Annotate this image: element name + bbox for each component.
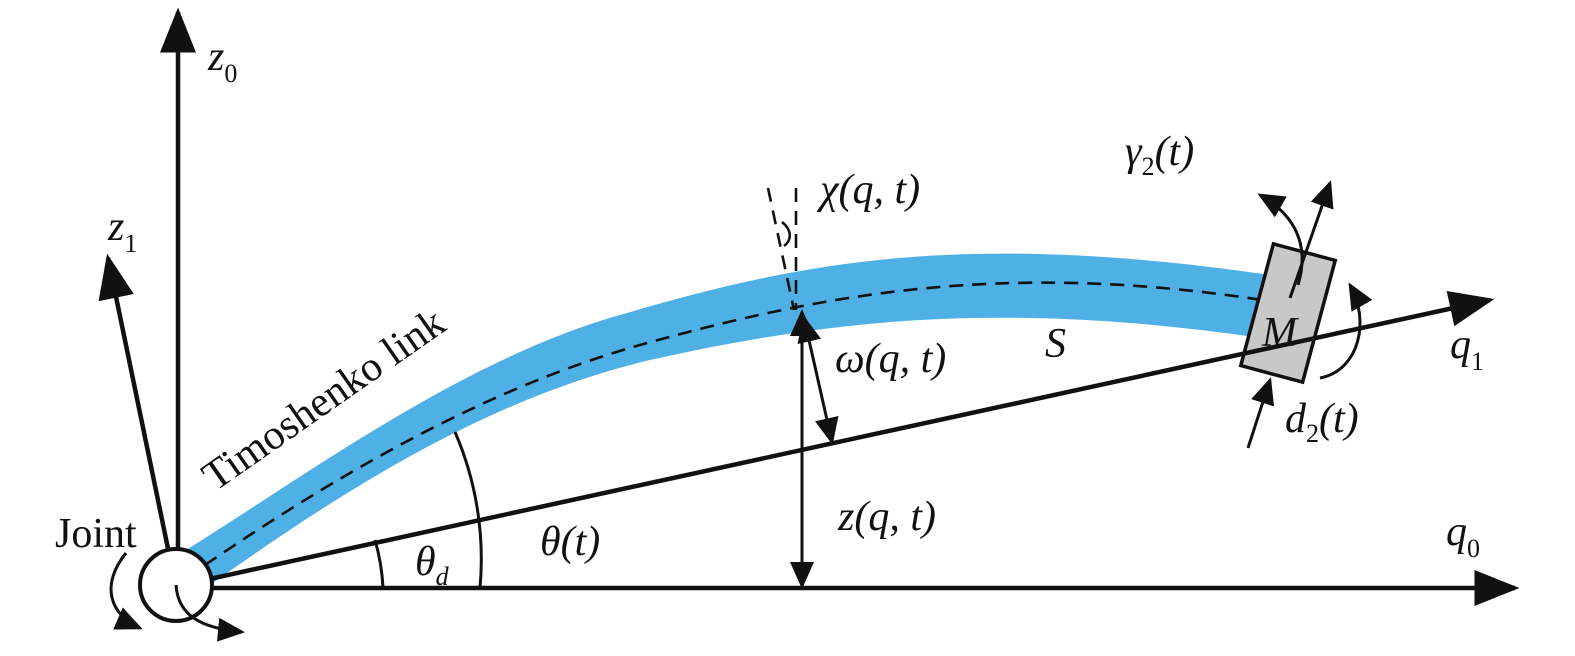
q1-axis [204, 291, 1495, 583]
omega-label: ω(q, t) [835, 336, 946, 382]
gamma-normal-arrow [1288, 180, 1334, 299]
theta-t-label: θ(t) [540, 519, 600, 565]
s-label: S [1045, 321, 1066, 367]
chi-label: χ(q, t) [816, 167, 920, 213]
chi-dashed-line-1 [766, 187, 796, 311]
z1-axis [98, 253, 175, 569]
d2-label: d2(t) [1285, 396, 1359, 448]
tip-moment-arrow [1319, 282, 1373, 380]
joint-rotation-arrow-left [109, 552, 143, 630]
mass-label: M [1261, 310, 1299, 356]
gamma-rotation-arrow [1257, 193, 1304, 286]
joint-rotation-arrow-right [174, 584, 245, 642]
z-qt-label: z(q, t) [837, 494, 936, 540]
gamma-label: γ2(t) [1125, 129, 1194, 181]
q0-label: q0 [1446, 509, 1480, 563]
theta-t-arc [453, 431, 483, 589]
chi-small-arc [781, 221, 791, 247]
omega-dimension [797, 315, 839, 445]
theta-d-label: θd [415, 539, 450, 591]
z0-label: z0 [207, 34, 237, 88]
theta-d-arc [373, 539, 385, 589]
timoshenko-link-body [178, 253, 1270, 585]
q1-label: q1 [1450, 322, 1484, 376]
z1-label: z1 [107, 204, 137, 258]
d2-arrow [1246, 377, 1275, 449]
neutral-axis-dashed [204, 281, 1263, 567]
joint-label: Joint [55, 511, 137, 557]
